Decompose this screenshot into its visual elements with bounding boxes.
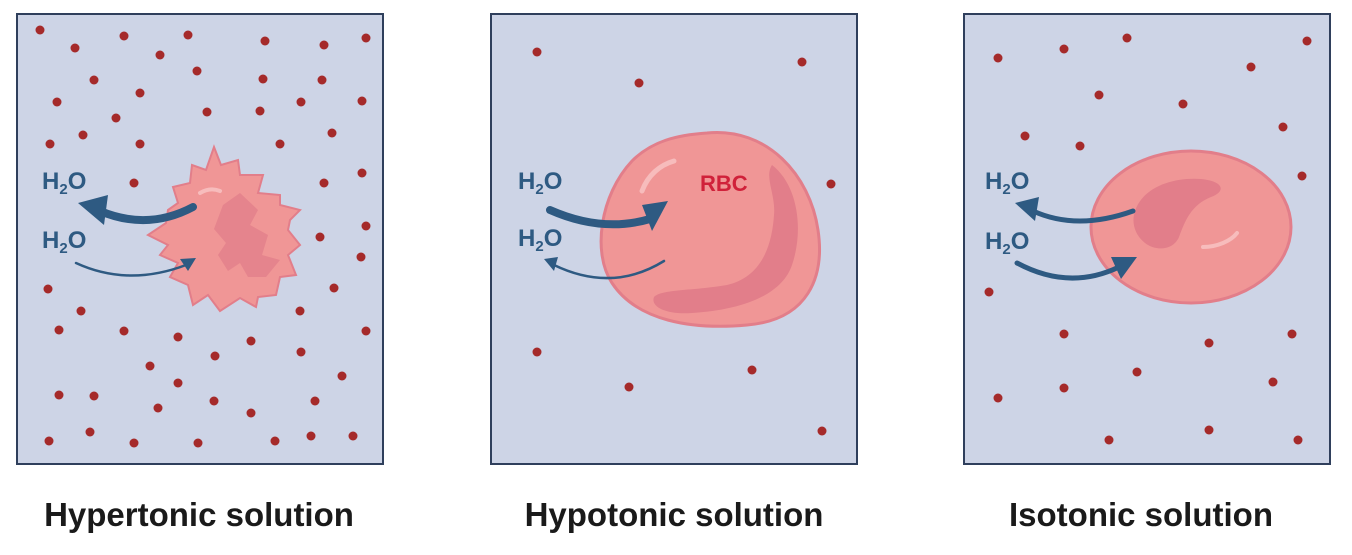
hypotonic-diagram: H2O H2O RBC bbox=[518, 47, 836, 436]
isotonic-caption: Isotonic solution bbox=[1009, 496, 1273, 533]
water-label-out: H2O bbox=[985, 168, 1029, 198]
water-in-arrow bbox=[74, 258, 196, 277]
solute-particles bbox=[984, 33, 1312, 445]
normal-red-blood-cell bbox=[1089, 149, 1293, 305]
water-out-arrow bbox=[78, 195, 197, 225]
crenated-red-blood-cell bbox=[146, 144, 302, 313]
solute-particles bbox=[532, 47, 836, 436]
water-label-in: H2O bbox=[518, 168, 562, 198]
water-label-out: H2O bbox=[42, 168, 86, 198]
hypertonic-panel: H2O H2O bbox=[16, 13, 384, 465]
hypertonic-caption: Hypertonic solution bbox=[44, 496, 354, 533]
swollen-red-blood-cell bbox=[599, 131, 821, 328]
water-label-out: H2O bbox=[518, 225, 562, 255]
isotonic-diagram: H2O H2O bbox=[984, 33, 1312, 445]
water-label-in: H2O bbox=[985, 228, 1029, 258]
isotonic-panel: H2O H2O bbox=[963, 13, 1331, 465]
rbc-label: RBC bbox=[700, 171, 748, 196]
water-out-arrow bbox=[544, 257, 666, 280]
water-out-arrow bbox=[1015, 197, 1136, 224]
hypertonic-diagram: H2O H2O bbox=[35, 25, 371, 448]
water-in-arrow bbox=[1014, 257, 1137, 281]
hypotonic-panel: H2O H2O RBC bbox=[490, 13, 858, 465]
water-label-in: H2O bbox=[42, 227, 86, 257]
solute-particles bbox=[35, 25, 371, 448]
water-in-arrow bbox=[546, 201, 668, 231]
hypotonic-caption: Hypotonic solution bbox=[524, 496, 824, 533]
